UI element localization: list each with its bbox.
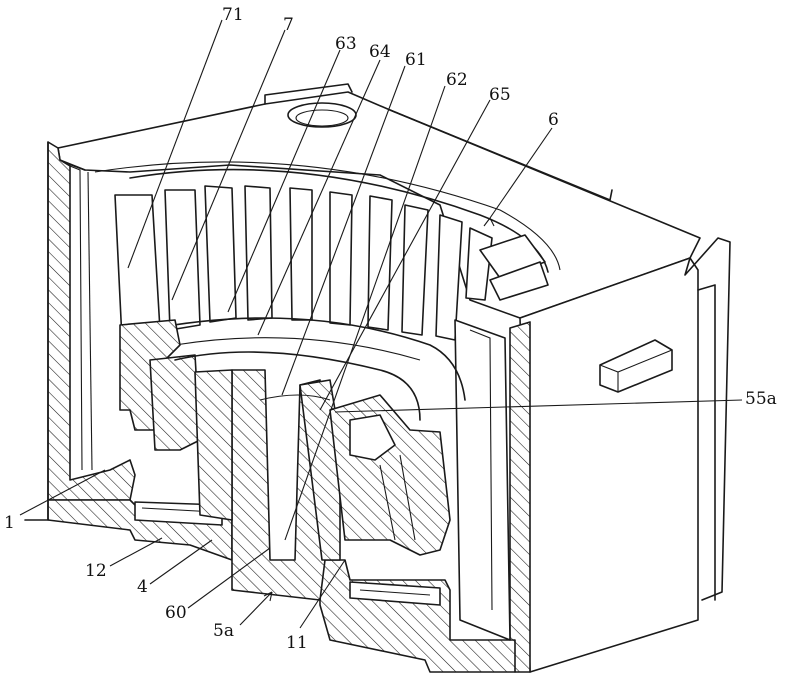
label-6: 6 xyxy=(548,110,559,130)
label-60: 60 xyxy=(165,603,187,623)
label-5a: 5a xyxy=(213,621,234,641)
label-64: 64 xyxy=(369,42,391,62)
label-63: 63 xyxy=(335,34,357,54)
label-4: 4 xyxy=(137,577,148,597)
label-11: 11 xyxy=(286,633,308,653)
label-1: 1 xyxy=(4,513,15,533)
label-65: 65 xyxy=(489,85,511,105)
right-outer-wall xyxy=(520,258,698,672)
label-62: 62 xyxy=(446,70,468,90)
label-71: 71 xyxy=(222,5,244,25)
hub-section xyxy=(330,395,450,555)
label-61: 61 xyxy=(405,50,427,70)
label-7: 7 xyxy=(283,15,294,35)
label-55a: 55a xyxy=(745,389,777,409)
label-12: 12 xyxy=(85,561,107,581)
right-wall-section xyxy=(510,322,530,672)
